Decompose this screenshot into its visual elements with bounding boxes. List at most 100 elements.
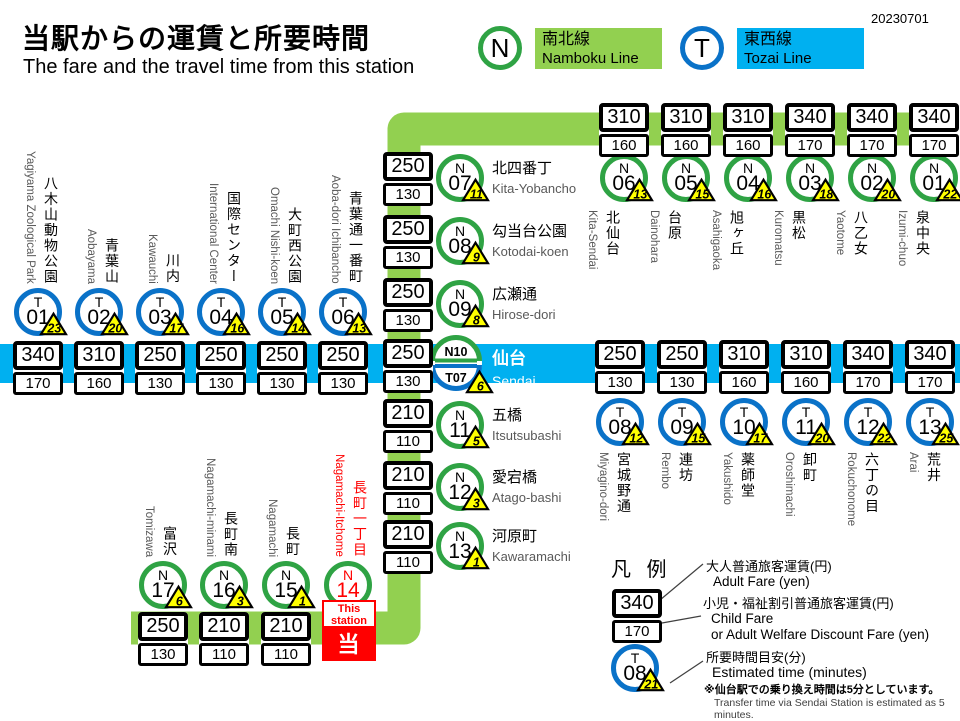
time-triangle-icon: 14 [283, 311, 312, 335]
svg-text:3: 3 [237, 594, 244, 608]
legend-child-fare-ja: 小児・福祉割引普通旅客運賃(円) [703, 596, 894, 611]
station-line: T [33, 294, 43, 310]
time-triangle-icon: 13 [344, 311, 373, 335]
this-station-label-ja: 当駅 [322, 628, 376, 690]
svg-text:5: 5 [473, 434, 481, 448]
time-triangle-icon: 18 [811, 177, 840, 201]
svg-text:16: 16 [230, 321, 245, 335]
svg-text:14: 14 [291, 321, 305, 335]
time-triangle-icon: 20 [807, 421, 836, 445]
svg-text:20: 20 [814, 431, 829, 445]
svg-text:N10: N10 [445, 345, 468, 359]
svg-text:23: 23 [46, 321, 61, 335]
time-triangle-icon: 11 [461, 177, 490, 201]
time-triangle-icon: 3 [461, 486, 490, 510]
time-triangle-icon: 21 [636, 667, 665, 691]
svg-text:15: 15 [695, 187, 710, 201]
time-triangle-icon: 15 [687, 177, 716, 201]
legend-child-fare-en1: Child Fare [711, 611, 774, 626]
time-triangle-icon: 20 [873, 177, 902, 201]
legend-adult-fare-ja: 大人普通旅客運賃(円) [706, 559, 832, 574]
legend-heading: 凡 例 [611, 559, 672, 581]
time-triangle-icon: 3 [225, 584, 254, 608]
svg-text:13: 13 [633, 187, 647, 201]
time-triangle-icon: 16 [749, 177, 778, 201]
svg-text:20: 20 [107, 321, 122, 335]
svg-text:6: 6 [176, 594, 184, 608]
svg-text:3: 3 [473, 496, 480, 510]
time-triangle-icon: 1 [461, 545, 490, 569]
time-triangle-icon: 25 [931, 421, 960, 445]
svg-text:12: 12 [629, 431, 643, 445]
time-triangle-icon: 23 [39, 311, 68, 335]
tozai-line-name-ja: 東西線 [744, 31, 793, 48]
tozai-line-icon: T [680, 26, 724, 70]
legend-child-fare: 170 [612, 620, 662, 643]
time-triangle-icon: 20 [100, 311, 129, 335]
legend-time-en: Estimated time (minutes) [712, 664, 867, 680]
legend-transfer-note-ja: ※仙台駅での乗り換え時間は5分としています。 [704, 684, 940, 696]
revision-date: 20230701 [871, 11, 929, 26]
svg-text:18: 18 [819, 187, 833, 201]
svg-text:T07: T07 [445, 371, 467, 385]
svg-text:21: 21 [643, 677, 658, 691]
time-triangle-icon: 8 [461, 303, 490, 327]
legend-connector-lines [659, 563, 704, 684]
namboku-line-name-ja: 南北線 [542, 31, 591, 48]
sendai-interchange-icon: N10 T07 [430, 335, 482, 391]
legend-adult-fare-en: Adult Fare (yen) [713, 574, 810, 589]
tozai-line-name-en: Tozai Line [744, 50, 812, 67]
station-number: 01 [26, 306, 50, 329]
svg-text:11: 11 [470, 187, 483, 201]
svg-text:15: 15 [691, 431, 706, 445]
